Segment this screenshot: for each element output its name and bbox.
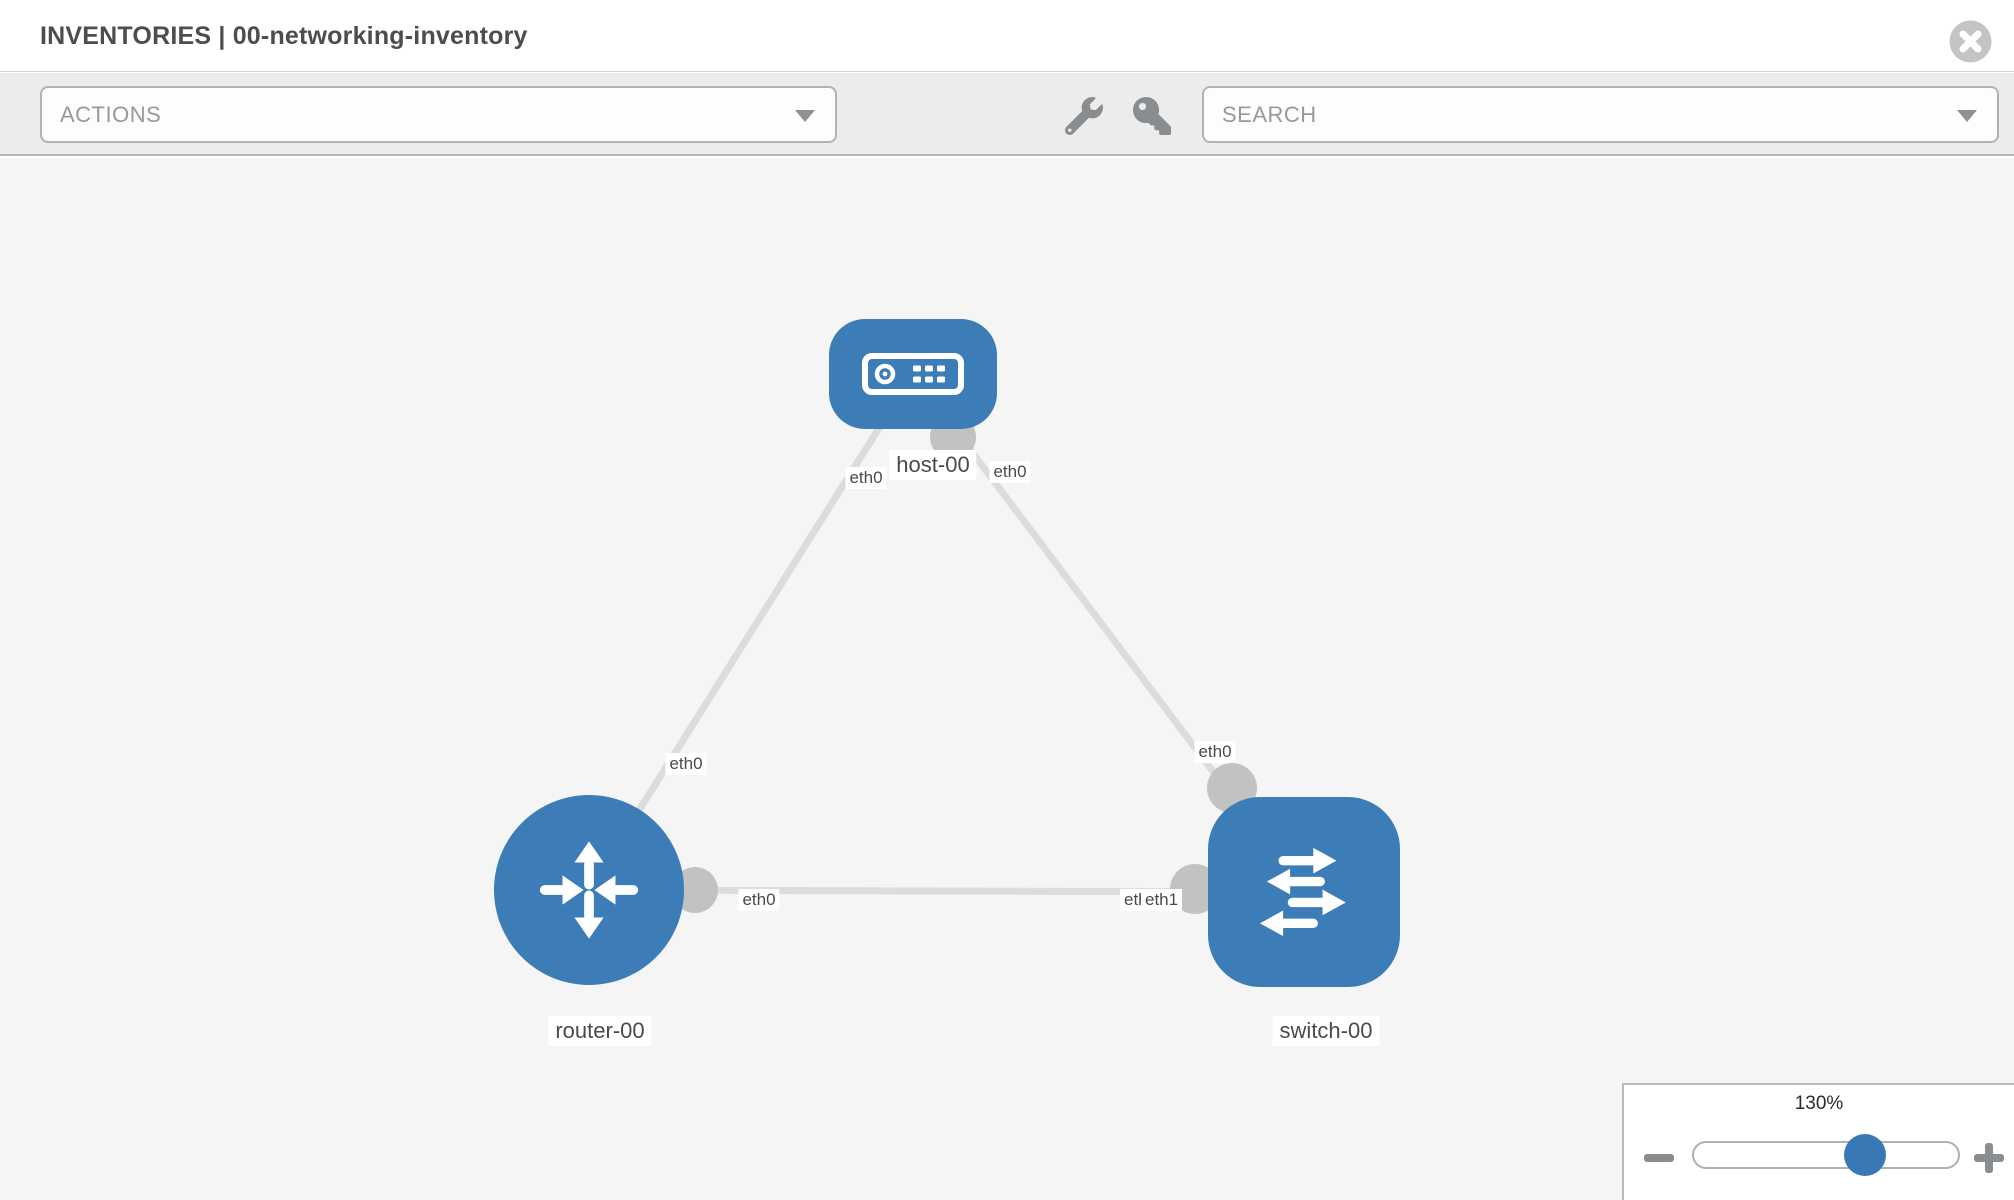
- minus-icon: [1644, 1154, 1674, 1162]
- toolbar: ACTIONS SEARCH: [0, 73, 2014, 156]
- node-label-switch: switch-00: [1272, 1016, 1380, 1046]
- router-arrows-icon: [539, 841, 639, 939]
- topology-canvas[interactable]: host-00 router-00 switch-00 eth0 eth0 et…: [0, 158, 2014, 1200]
- node-host-00[interactable]: [829, 319, 997, 429]
- interface-label: eth0: [665, 753, 707, 775]
- wrench-icon: [1064, 97, 1103, 136]
- plus-icon: [1974, 1143, 2004, 1173]
- title-bar: INVENTORIES | 00-networking-inventory: [0, 0, 2014, 72]
- actions-dropdown[interactable]: ACTIONS: [40, 86, 837, 143]
- close-icon: [1949, 20, 1992, 63]
- node-switch-00[interactable]: [1208, 797, 1400, 987]
- node-label-host: host-00: [889, 450, 977, 480]
- interface-label: eth0: [1194, 741, 1236, 763]
- interface-label: eth0: [738, 889, 780, 911]
- search-dropdown-label: SEARCH: [1222, 101, 1317, 127]
- link-host-router: [586, 372, 916, 892]
- chevron-down-icon: [795, 109, 815, 122]
- node-label-router: router-00: [548, 1016, 652, 1046]
- zoom-slider-row: [1624, 1133, 2014, 1183]
- topology-links: [586, 371, 1307, 896]
- zoom-slider-thumb[interactable]: [1844, 1134, 1886, 1176]
- interface-label: eth1: [1141, 889, 1183, 911]
- interface-label: eth0: [845, 467, 887, 489]
- search-dropdown[interactable]: SEARCH: [1202, 86, 1999, 143]
- node-router-00[interactable]: [494, 795, 684, 985]
- key-icon: [1133, 97, 1171, 135]
- zoom-panel: 130%: [1622, 1083, 2014, 1200]
- server-icon: [862, 353, 964, 395]
- zoom-slider-track[interactable]: [1692, 1134, 1960, 1176]
- switch-arrows-icon: [1259, 847, 1346, 937]
- key-button[interactable]: [1130, 97, 1174, 137]
- actions-dropdown-label: ACTIONS: [60, 101, 162, 127]
- page-title: INVENTORIES | 00-networking-inventory: [40, 22, 528, 50]
- zoom-level: 130%: [1794, 1093, 1844, 1114]
- close-button[interactable]: [1949, 20, 1992, 63]
- zoom-out-button[interactable]: [1642, 1151, 1676, 1165]
- zoom-in-button[interactable]: [1972, 1141, 2006, 1175]
- chevron-down-icon: [1957, 109, 1977, 122]
- wrench-button[interactable]: [1062, 97, 1106, 137]
- interface-label: eth0: [989, 461, 1031, 483]
